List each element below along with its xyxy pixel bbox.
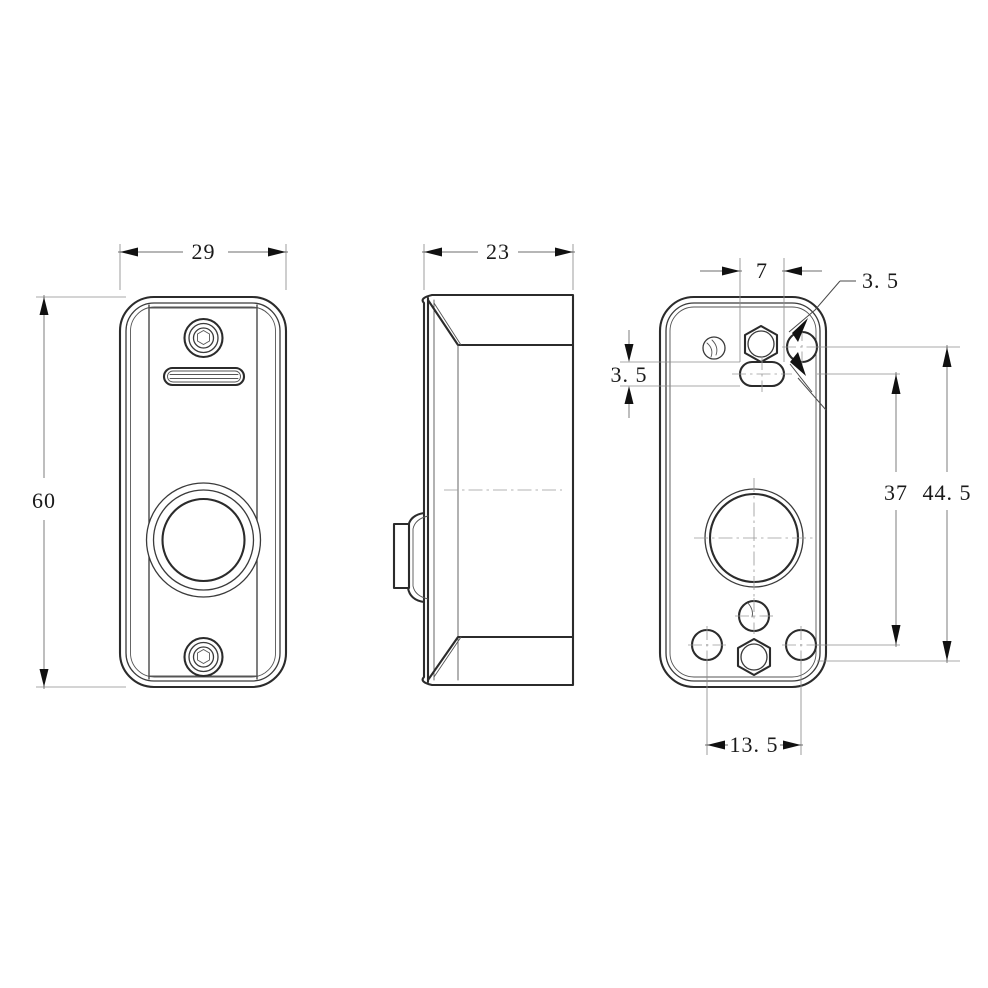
dim-label-width-front: 29 bbox=[192, 239, 216, 264]
arrowhead-front-height-top bbox=[39, 297, 49, 315]
front-speaker-slot-inner bbox=[167, 370, 241, 383]
dimension-width-front: 29 bbox=[118, 239, 288, 290]
arrowhead-rear-35-top bbox=[624, 344, 634, 362]
side-bottom-chamfer-edge-2 bbox=[433, 636, 462, 678]
dim-label-hole-diameter: 3. 5 bbox=[862, 268, 899, 293]
arrowhead-rear-135-left bbox=[707, 740, 725, 750]
arrowhead-rear-445-bottom bbox=[942, 641, 952, 661]
arrowhead-front-width-left bbox=[120, 247, 138, 257]
arrowhead-rear-445-top bbox=[942, 347, 952, 367]
dim-label-height-front: 60 bbox=[32, 488, 56, 513]
side-bottom-chamfer-edge bbox=[426, 635, 575, 682]
dim-label-hole-spacing: 13. 5 bbox=[730, 732, 779, 757]
side-protrusion-tip bbox=[392, 522, 411, 590]
front-view bbox=[118, 295, 288, 689]
rear-body-inner-2 bbox=[669, 306, 817, 678]
arrowhead-rear-35-bottom bbox=[624, 386, 634, 404]
dimension-bore-to-hole: 37 bbox=[817, 372, 908, 647]
dimension-slot-offset-y: 3. 5 bbox=[611, 330, 740, 418]
front-bottom-screw-hex-socket bbox=[197, 649, 210, 664]
dimension-depth-side: 23 bbox=[422, 239, 575, 290]
dimension-height-front: 60 bbox=[32, 295, 126, 689]
side-body-outline bbox=[421, 293, 575, 687]
rear-view bbox=[658, 295, 828, 689]
rear-lower-small-hole-notch bbox=[747, 602, 753, 618]
dim-label-bore-to-hole: 37 bbox=[884, 480, 908, 505]
rear-small-screw-slot-b bbox=[711, 339, 718, 356]
dim-label-slot-offset-y: 3. 5 bbox=[611, 362, 648, 387]
rear-small-screw bbox=[702, 336, 726, 360]
arrowhead-rear-37-top bbox=[891, 374, 901, 394]
side-view bbox=[392, 293, 575, 687]
arrowhead-hole-dia-upper bbox=[792, 318, 808, 342]
dim-label-overall-hole: 44. 5 bbox=[923, 480, 972, 505]
front-body-inner-bevel bbox=[125, 302, 281, 682]
rear-body-inner bbox=[665, 302, 821, 682]
leader-hole-dia-upper bbox=[788, 280, 841, 333]
rear-small-screw-slot-a bbox=[706, 342, 713, 358]
side-protrusion-body bbox=[406, 511, 426, 604]
leader-hole-dia-lower-tail bbox=[797, 377, 827, 411]
dimension-overall-hole: 44. 5 bbox=[817, 345, 972, 663]
side-top-chamfer-edge bbox=[426, 298, 575, 347]
arrowhead-front-width-right bbox=[268, 247, 286, 257]
dim-label-slot-offset-x: 7 bbox=[756, 258, 768, 283]
front-top-screw-hex-socket bbox=[197, 330, 210, 345]
side-protrusion-body-inner bbox=[412, 515, 429, 600]
arrowhead-hole-dia-lower bbox=[790, 352, 806, 376]
arrowhead-side-depth-left bbox=[424, 247, 442, 257]
rear-top-hex-nut-bore bbox=[747, 330, 775, 358]
rear-bottom-hex-nut-bore bbox=[740, 643, 768, 671]
arrowhead-rear-7-right bbox=[784, 266, 802, 276]
front-body-outer bbox=[118, 295, 288, 689]
arrowhead-rear-7-left bbox=[722, 266, 740, 276]
dimension-hole-diameter: 3. 5 bbox=[788, 268, 899, 411]
dimension-hole-spacing: 13. 5 bbox=[705, 660, 803, 757]
arrowhead-rear-37-bottom bbox=[891, 625, 901, 645]
arrowhead-side-depth-right bbox=[555, 247, 573, 257]
front-speaker-slot-outer bbox=[162, 366, 246, 387]
side-top-chamfer-edge-2 bbox=[433, 302, 462, 346]
front-button-face[interactable] bbox=[161, 497, 246, 583]
leader-hole-dia-lower bbox=[789, 363, 813, 393]
arrowhead-rear-135-right bbox=[783, 740, 801, 750]
dim-label-depth-side: 23 bbox=[486, 239, 510, 264]
arrowhead-front-height-bottom bbox=[39, 669, 49, 687]
dimension-slot-offset-x: 7 bbox=[700, 258, 822, 362]
rear-body-outer bbox=[658, 295, 828, 689]
